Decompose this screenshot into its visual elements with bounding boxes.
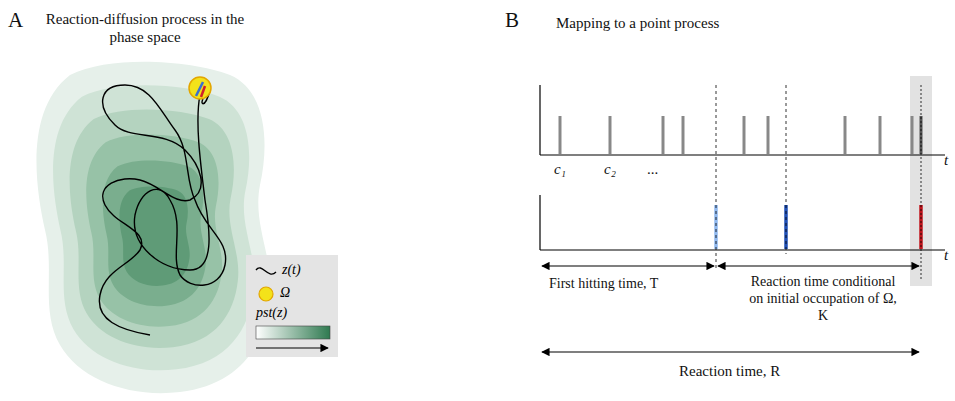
panel-letter: B (505, 8, 519, 33)
colorbar-arrow (256, 347, 328, 348)
axis (540, 85, 945, 250)
legend-text: Ω (280, 285, 290, 302)
colorbar (256, 326, 330, 339)
density-contours (36, 62, 270, 393)
interval-label: First hitting time, T (546, 276, 712, 293)
target-region (189, 77, 211, 99)
guide-lines (716, 85, 921, 280)
interval-label: Reaction time, R (676, 362, 783, 380)
trajectory (99, 84, 225, 335)
interval-arrows (542, 266, 919, 352)
reaction-ticks (716, 205, 921, 249)
legend-line-sample (256, 268, 276, 274)
event-label: c₂ (604, 160, 616, 178)
ellipsis: ... (647, 160, 658, 178)
legend-text: pst(z) (256, 305, 287, 322)
legend-circle-sample (259, 287, 273, 301)
panel-letter: A (8, 8, 23, 33)
axis-label: t (944, 151, 948, 169)
panel-title: Mapping to a point process (556, 14, 719, 32)
event-label: c₁ (554, 160, 566, 178)
legend-text: z(t) (282, 262, 301, 279)
hit-arrow (201, 86, 205, 97)
axis-label: t (944, 246, 948, 264)
panel-title: Reaction-diffusion process in the phase … (40, 10, 250, 46)
highlight-band (910, 76, 932, 286)
legend-box (246, 255, 338, 357)
interval-label: Reaction time conditional on initial occ… (742, 274, 904, 324)
event-ticks (560, 116, 921, 154)
